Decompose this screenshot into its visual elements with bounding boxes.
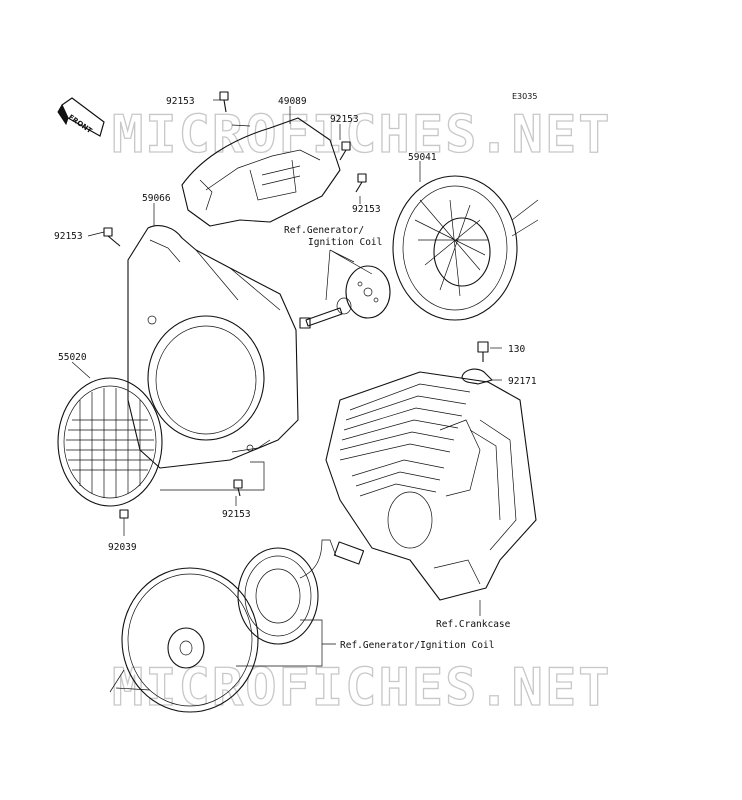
- label-92153-right: 92153: [330, 114, 359, 125]
- label-130: 130: [508, 344, 525, 355]
- screws-92153: [103, 91, 367, 519]
- label-ref-generator-line1: Ref.Generator/: [284, 225, 364, 236]
- label-ref-generator-line2: Ignition Coil: [308, 237, 382, 248]
- label-ref-generator-ignition-coil: Ref.Generator/Ignition Coil: [340, 640, 494, 651]
- fan-plate: [299, 249, 391, 329]
- blower-housing-59066: [127, 225, 299, 469]
- label-49089: 49089: [278, 96, 307, 107]
- label-ref-crankcase: Ref.Crankcase: [436, 619, 511, 630]
- cover-49089: [181, 117, 341, 227]
- screen-55020: [57, 377, 163, 507]
- label-92153-bottom: 92153: [222, 509, 251, 520]
- label-59066: 59066: [142, 193, 171, 204]
- flywheel: [109, 567, 259, 713]
- label-92171: 92171: [508, 376, 537, 387]
- watermark-top: MICROFICHES.NET: [112, 105, 612, 165]
- engine-block: [325, 371, 537, 601]
- stator-coil: [237, 539, 365, 645]
- diagram-code: E3035: [512, 92, 537, 101]
- label-92153-left: 92153: [54, 231, 83, 242]
- bolt-130: [477, 341, 489, 362]
- cooling-fan-59041: [392, 175, 539, 321]
- label-92153-mid: 92153: [352, 204, 381, 215]
- leader-lines: [71, 99, 502, 667]
- label-55020: 55020: [58, 352, 87, 363]
- label-92153-top: 92153: [166, 96, 195, 107]
- label-92039: 92039: [108, 542, 137, 553]
- watermark-bottom: MICROFICHES.NET: [112, 658, 612, 718]
- label-59041: 59041: [408, 152, 437, 163]
- front-direction-arrow: FRONT: [57, 97, 105, 137]
